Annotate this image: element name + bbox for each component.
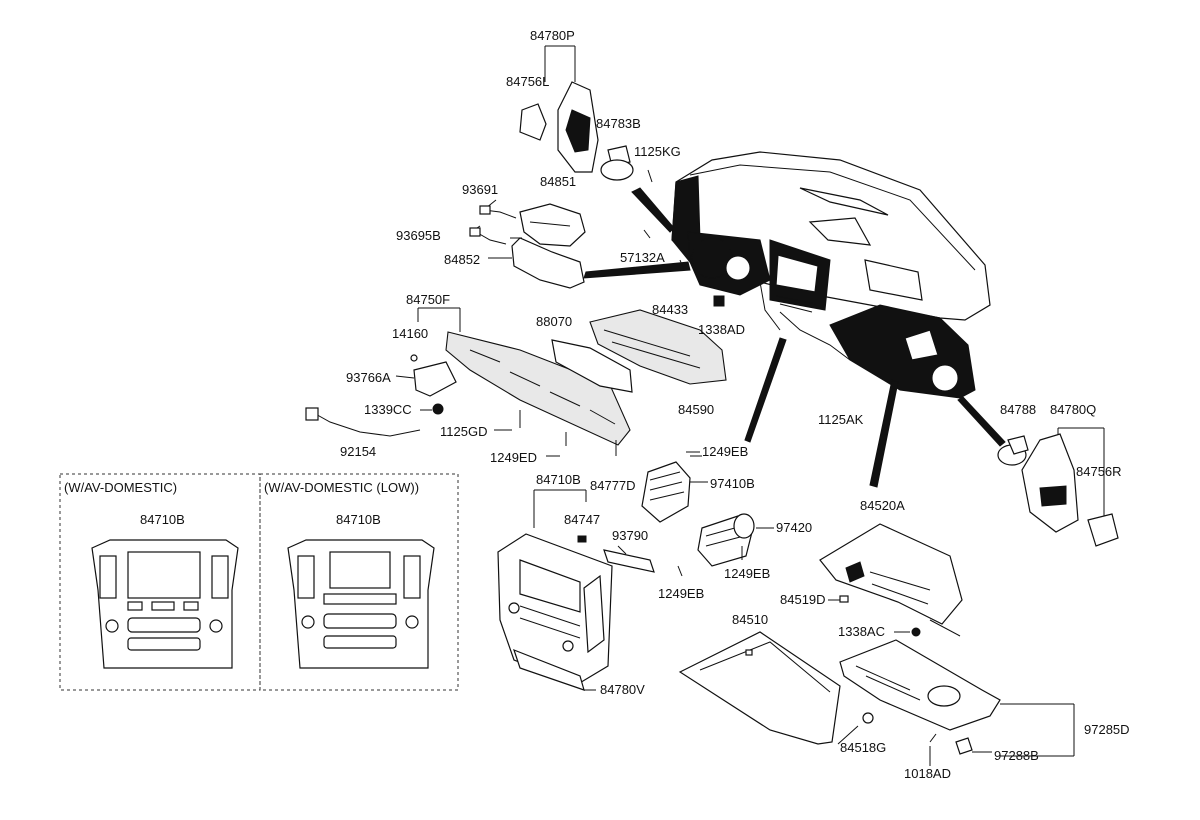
variant-1-part-label: 84710B — [140, 512, 185, 527]
label-84750f: 84750F — [406, 292, 450, 307]
label-97288b: 97288B — [994, 748, 1039, 763]
label-84780v: 84780V — [600, 682, 645, 697]
label-92154: 92154 — [340, 444, 376, 459]
label-1125kg: 1125KG — [634, 144, 681, 159]
column-cover-group — [469, 199, 725, 307]
label-1338ad: 1338AD — [698, 322, 745, 337]
lower-pad-group — [305, 307, 727, 456]
label-14160: 14160 — [392, 326, 428, 341]
label-84590: 84590 — [678, 402, 714, 417]
label-1249eb-a: 1249EB — [702, 444, 748, 459]
label-93691: 93691 — [462, 182, 498, 197]
label-1018ad: 1018AD — [904, 766, 951, 781]
glove-box-group — [678, 523, 1075, 757]
label-84756l: 84756L — [506, 74, 549, 89]
label-84788: 84788 — [1000, 402, 1036, 417]
label-1125gd: 1125GD — [440, 424, 487, 439]
leader-wedges — [583, 187, 1006, 488]
crash-pad-assembly — [671, 151, 991, 399]
label-1338ac: 1338AC — [838, 624, 885, 639]
variant-2-heading: (W/AV-DOMESTIC (LOW)) — [264, 480, 419, 495]
label-1339cc: 1339CC — [364, 402, 412, 417]
label-93790: 93790 — [612, 528, 648, 543]
label-84510: 84510 — [732, 612, 768, 627]
label-93766a: 93766A — [346, 370, 391, 385]
right-vent-group — [997, 427, 1119, 547]
label-93695b: 93695B — [396, 228, 441, 243]
label-84747: 84747 — [564, 512, 600, 527]
label-57132a: 57132A — [620, 250, 665, 265]
label-leaders — [395, 237, 992, 766]
label-1125ak: 1125AK — [818, 412, 864, 427]
label-88070: 88070 — [536, 314, 572, 329]
label-1249ed: 1249ED — [490, 450, 537, 465]
label-84520a: 84520A — [860, 498, 905, 513]
label-1249eb-b: 1249EB — [724, 566, 770, 581]
label-84852: 84852 — [444, 252, 480, 267]
label-84783b: 84783B — [596, 116, 641, 131]
label-84777d: 84777D — [590, 478, 636, 493]
label-97420: 97420 — [776, 520, 812, 535]
part-84780p-group — [519, 45, 653, 183]
part-labels: (W/AV-DOMESTIC) 84710B (W/AV-DOMESTIC (L… — [64, 28, 1130, 781]
variant-2-part-label: 84710B — [336, 512, 381, 527]
label-1249eb-c: 1249EB — [658, 586, 704, 601]
label-84710b: 84710B — [536, 472, 581, 487]
label-84433: 84433 — [652, 302, 688, 317]
variant-1-heading: (W/AV-DOMESTIC) — [64, 480, 177, 495]
label-84851: 84851 — [540, 174, 576, 189]
label-84756r: 84756R — [1076, 464, 1122, 479]
center-fascia-group — [497, 489, 683, 691]
label-97410b: 97410B — [710, 476, 755, 491]
vents-group — [641, 451, 755, 567]
variant-box-1 — [59, 473, 261, 691]
label-84518g: 84518G — [840, 740, 886, 755]
label-84780p: 84780P — [530, 28, 575, 43]
label-97285d: 97285D — [1084, 722, 1130, 737]
variant-box-2 — [259, 473, 459, 691]
label-84519d: 84519D — [780, 592, 826, 607]
label-84780q: 84780Q — [1050, 402, 1096, 417]
